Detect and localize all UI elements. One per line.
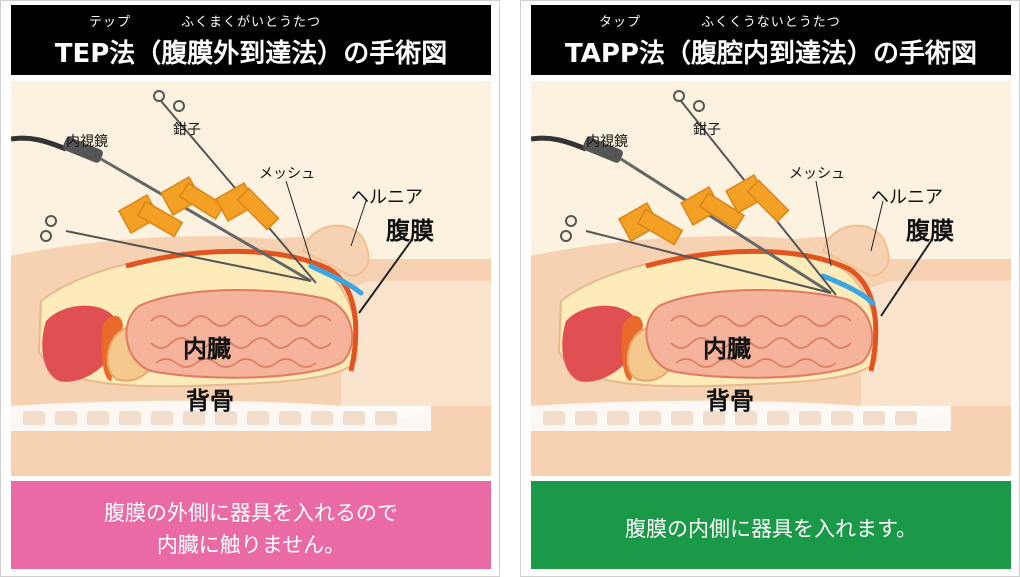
tep-header: テップ ふくまくがいとうたつ TEP法（腹膜外到達法）の手術図 bbox=[11, 5, 491, 75]
tapp-spine-label: 背骨 bbox=[706, 387, 754, 415]
tapp-ruby-reading: ふくくうないとうたつ bbox=[701, 15, 841, 30]
tapp-footer: 腹膜の内側に器具を入れます。 bbox=[531, 481, 1011, 569]
tapp-peritoneum-label: 腹膜 bbox=[906, 217, 954, 245]
tep-hernia-label: ヘルニア bbox=[351, 187, 423, 208]
tep-footer-line2: 内臓に触りません。 bbox=[156, 533, 346, 557]
tapp-illustration: 内視鏡 鉗子 メッシュ ヘルニア 腹膜 内臓 背骨 bbox=[531, 81, 1011, 476]
tep-footer: 腹膜の外側に器具を入れるので 内臓に触りません。 bbox=[11, 481, 491, 569]
tep-spine-label: 背骨 bbox=[186, 387, 234, 415]
tep-illustration: 内視鏡 鉗子 メッシュ ヘルニア 腹膜 内臓 背骨 bbox=[11, 81, 491, 476]
tep-endoscope-label: 内視鏡 bbox=[66, 134, 108, 150]
tapp-endoscope-label: 内視鏡 bbox=[586, 134, 628, 150]
tep-peritoneum-label: 腹膜 bbox=[386, 217, 434, 245]
tapp-mesh-label: メッシュ bbox=[789, 166, 845, 182]
tapp-header: タップ ふくくうないとうたつ TAPP法（腹腔内到達法）の手術図 bbox=[531, 5, 1011, 75]
tapp-ruby-tapp: タップ bbox=[599, 15, 642, 30]
tep-title: TEP法（腹膜外到達法）の手術図 bbox=[54, 39, 448, 69]
tep-diagram bbox=[11, 90, 491, 476]
tep-ruby-reading: ふくまくがいとうたつ bbox=[181, 15, 322, 30]
tep-footer-line1: 腹膜の外側に器具を入れるので bbox=[104, 501, 398, 525]
tep-panel: テップ ふくまくがいとうたつ TEP法（腹膜外到達法）の手術図 bbox=[0, 0, 500, 577]
tep-mesh-label: メッシュ bbox=[259, 166, 315, 182]
tapp-viscera-label: 内臓 bbox=[703, 335, 751, 363]
tapp-hernia-label: ヘルニア bbox=[871, 187, 943, 208]
tep-ruby-tep: テップ bbox=[89, 15, 132, 30]
tep-forceps-label: 鉗子 bbox=[173, 122, 201, 138]
tapp-footer-line1: 腹膜の内側に器具を入れます。 bbox=[625, 517, 917, 541]
tep-viscera-label: 内臓 bbox=[183, 335, 231, 363]
tapp-panel: タップ ふくくうないとうたつ TAPP法（腹腔内到達法）の手術図 bbox=[520, 0, 1020, 577]
tapp-diagram bbox=[531, 90, 1011, 476]
tapp-forceps-label: 鉗子 bbox=[693, 122, 721, 138]
tapp-title: TAPP法（腹腔内到達法）の手術図 bbox=[565, 39, 977, 69]
